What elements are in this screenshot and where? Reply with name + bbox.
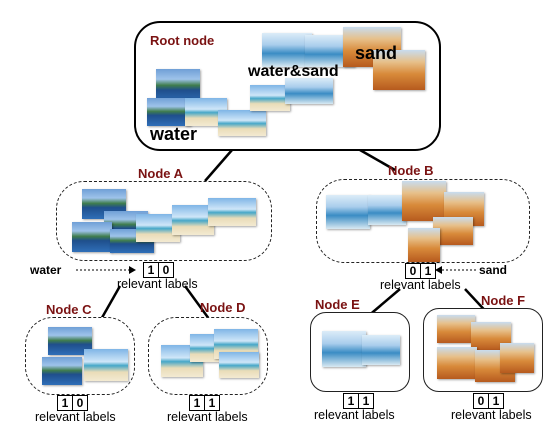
label-bit: 1 [492, 394, 500, 408]
photo [84, 349, 128, 381]
photo [42, 357, 82, 385]
label-bit: 1 [362, 394, 370, 408]
label-bit: 1 [208, 396, 216, 410]
node-e-title: Node E [315, 297, 360, 312]
sand-arrowhead [435, 266, 442, 274]
edge-a-d [183, 285, 214, 324]
node-a-title: Node A [138, 166, 184, 181]
node-b-caption: relevant labels [380, 278, 461, 292]
edge-root-b [359, 148, 396, 172]
node-c-title: Node C [46, 302, 92, 317]
photo [326, 195, 370, 229]
label-bit: 0 [406, 264, 421, 278]
node-f-caption: relevant labels [451, 408, 532, 422]
node-b-tag: sand [479, 263, 508, 277]
water-arrowhead [129, 266, 136, 274]
edge-root-a [204, 149, 233, 182]
photo [368, 195, 406, 225]
node-d-caption: relevant labels [167, 410, 248, 424]
photo [362, 335, 400, 365]
node-d-label-vector: 1 1 [189, 395, 220, 411]
label-bit: 0 [162, 263, 170, 277]
node-a-caption: relevant labels [117, 277, 198, 291]
photo [373, 50, 425, 90]
node-c-caption: relevant labels [35, 410, 116, 424]
photo [402, 181, 446, 221]
photo [219, 352, 259, 378]
node-a-tag: water [30, 263, 62, 277]
label-bit: 1 [190, 396, 205, 410]
photo [408, 228, 440, 262]
node-a-label-vector: 1 0 [143, 262, 174, 278]
photo [322, 331, 366, 367]
photo [208, 198, 256, 226]
photo [172, 205, 214, 235]
label-bit: 0 [76, 396, 84, 410]
photo [500, 343, 534, 373]
root-label-water-sand: water&sand [248, 63, 339, 80]
node-b-title: Node B [388, 163, 434, 178]
root-label-sand: sand [355, 43, 398, 63]
label-bit: 1 [344, 394, 359, 408]
node-e-label-vector: 1 1 [343, 393, 374, 409]
label-bit: 1 [144, 263, 159, 277]
photo [72, 222, 112, 252]
photo [156, 69, 200, 103]
node-f-title: Node F [481, 293, 526, 308]
root-node-title: Root node [150, 33, 215, 48]
label-bit: 1 [424, 264, 432, 278]
photo [285, 78, 333, 104]
photo [147, 98, 191, 126]
photo [262, 33, 312, 67]
node-d-title: Node D [200, 300, 246, 315]
label-bit: 1 [58, 396, 73, 410]
label-bit: 0 [474, 394, 489, 408]
node-b-label-vector: 0 1 [405, 263, 436, 279]
node-c-label-vector: 1 0 [57, 395, 88, 411]
node-e-caption: relevant labels [314, 408, 395, 422]
photo [250, 85, 290, 111]
root-label-water: water [150, 124, 198, 144]
photo [218, 110, 266, 136]
photo [437, 347, 477, 379]
node-f-label-vector: 0 1 [473, 393, 504, 409]
photo [437, 315, 475, 343]
